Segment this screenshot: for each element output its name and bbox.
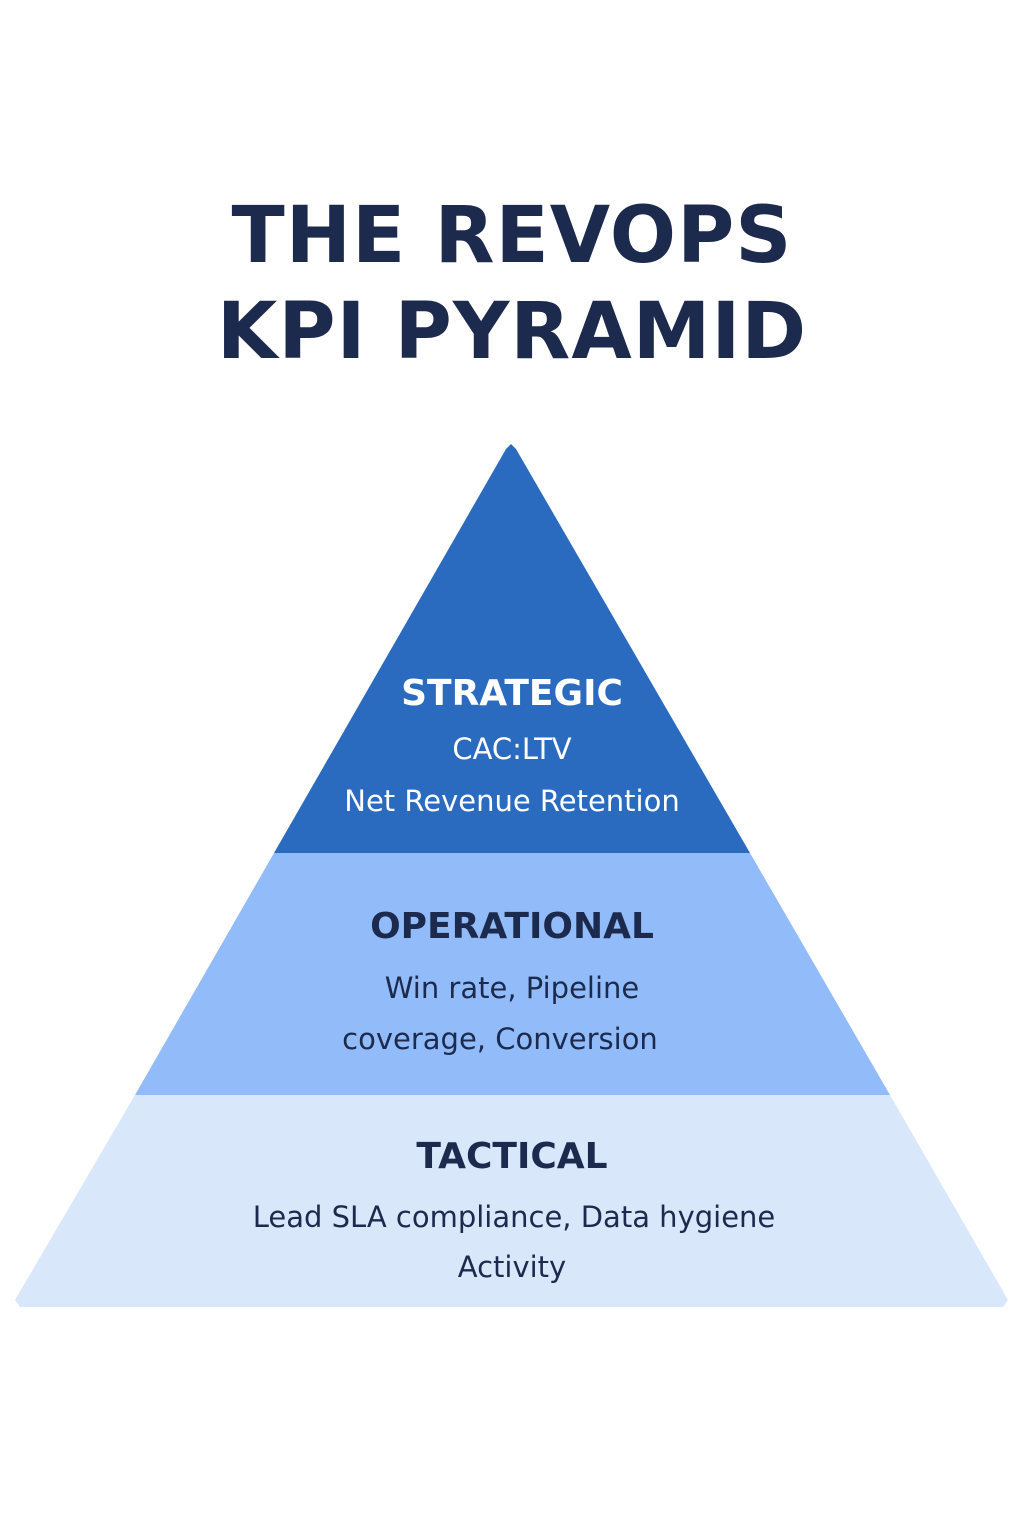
- tier-operational-heading: OPERATIONAL: [370, 906, 654, 947]
- tier-operational-shape: [135, 853, 890, 1095]
- title-line-1: THE REVOPS: [231, 191, 793, 281]
- tier-tactical-shape: [15, 1095, 1008, 1307]
- tier-tactical-line-1: Lead SLA compliance, Data hygiene: [253, 1200, 776, 1234]
- tier-strategic-heading: STRATEGIC: [401, 673, 623, 714]
- tier-operational-line-1: Win rate, Pipeline: [385, 971, 640, 1005]
- tier-strategic-shape: [274, 444, 750, 853]
- tier-tactical-line-2: Activity: [458, 1250, 566, 1284]
- tier-operational-line-2: coverage, Conversion: [342, 1022, 658, 1056]
- tier-tactical-heading: TACTICAL: [416, 1136, 607, 1177]
- tier-strategic-line-1: CAC:LTV: [452, 732, 571, 766]
- page-title: THE REVOPS KPI PYRAMID: [0, 188, 1024, 380]
- title-line-2: KPI PYRAMID: [216, 287, 808, 377]
- tier-strategic-line-2: Net Revenue Retention: [344, 784, 679, 818]
